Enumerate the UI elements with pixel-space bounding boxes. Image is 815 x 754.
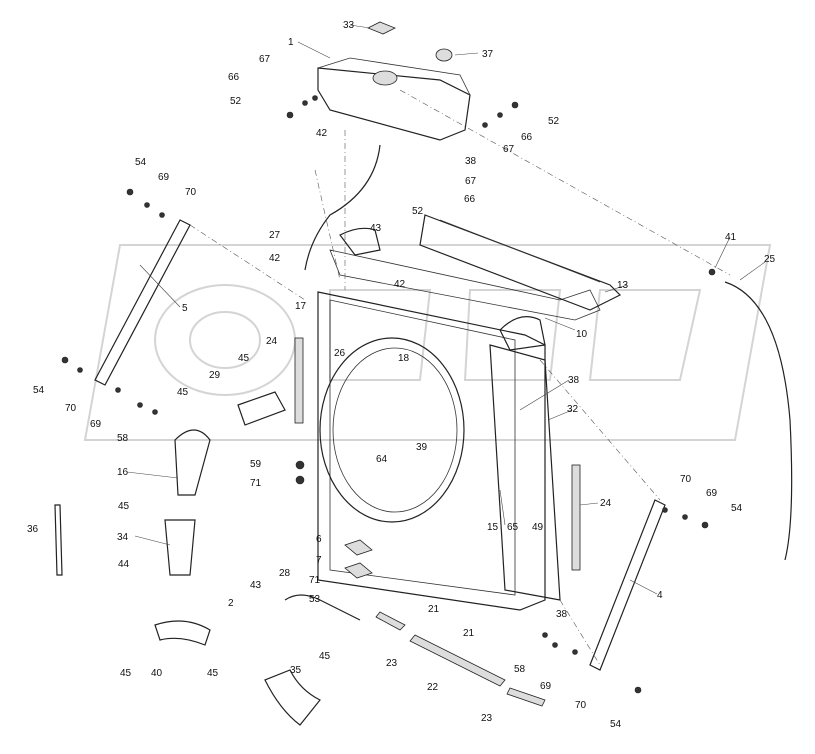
callout-2: 2	[228, 598, 234, 609]
callout-37: 37	[482, 49, 494, 60]
expansion-tank	[317, 21, 471, 141]
callout-16: 16	[117, 467, 129, 478]
callout-52: 52	[412, 206, 424, 217]
callout-45: 45	[177, 387, 189, 398]
callout-38: 38	[556, 609, 568, 620]
callout-70: 70	[185, 187, 197, 198]
callout-10: 10	[576, 329, 588, 340]
callout-70: 70	[575, 700, 587, 711]
hoses	[154, 144, 793, 726]
callout-23: 23	[481, 713, 493, 724]
callout-64: 64	[376, 454, 388, 465]
callout-69: 69	[706, 488, 718, 499]
callout-22: 22	[427, 682, 439, 693]
callout-67: 67	[503, 144, 515, 155]
top-bracket	[419, 214, 622, 311]
callout-65: 65	[507, 522, 519, 533]
callout-54: 54	[135, 157, 147, 168]
callout-66: 66	[228, 72, 240, 83]
callout-53: 53	[309, 594, 321, 605]
callout-26: 26	[334, 348, 346, 359]
assembly-lines	[189, 89, 731, 666]
callout-1: 1	[288, 37, 294, 48]
callout-43: 43	[370, 223, 382, 234]
callout-36: 36	[27, 524, 39, 535]
callout-52: 52	[548, 116, 560, 127]
hardware-fasteners	[54, 95, 716, 694]
callout-32: 32	[567, 404, 579, 415]
callout-29: 29	[209, 370, 221, 381]
callout-21: 21	[428, 604, 440, 615]
callout-69: 69	[158, 172, 170, 183]
callout-42: 42	[316, 128, 328, 139]
callout-69: 69	[540, 681, 552, 692]
callout-labels: 1 33 37 67 66 52 42 52 66 67 38 67 66 52…	[27, 20, 776, 730]
callout-66: 66	[521, 132, 533, 143]
callout-67: 67	[465, 176, 477, 187]
callout-7: 7	[316, 555, 322, 566]
callout-59: 59	[250, 459, 262, 470]
callout-17: 17	[295, 301, 307, 312]
callout-18: 18	[398, 353, 410, 364]
callout-58: 58	[514, 664, 526, 675]
callout-45: 45	[238, 353, 250, 364]
watermark-logo	[83, 244, 772, 441]
callout-44: 44	[118, 559, 130, 570]
callout-33: 33	[343, 20, 355, 31]
callout-52: 52	[230, 96, 242, 107]
callout-45: 45	[120, 668, 132, 679]
callout-58: 58	[117, 433, 129, 444]
callout-38: 38	[465, 156, 477, 167]
callout-70: 70	[680, 474, 692, 485]
callout-42: 42	[394, 279, 406, 290]
callout-54: 54	[33, 385, 45, 396]
callout-71: 71	[250, 478, 262, 489]
callout-34: 34	[117, 532, 129, 543]
callout-21: 21	[463, 628, 475, 639]
callout-54: 54	[610, 719, 622, 730]
callout-70: 70	[65, 403, 77, 414]
callout-13: 13	[617, 280, 629, 291]
callout-4: 4	[657, 590, 663, 601]
callout-45: 45	[118, 501, 130, 512]
callout-40: 40	[151, 668, 163, 679]
callout-25: 25	[764, 254, 776, 265]
leader-lines	[126, 24, 766, 595]
callout-45: 45	[319, 651, 331, 662]
callout-5: 5	[182, 303, 188, 314]
callout-49: 49	[532, 522, 544, 533]
callout-71: 71	[309, 575, 321, 586]
callout-45: 45	[207, 668, 219, 679]
support-rods	[94, 219, 666, 707]
callout-6: 6	[316, 534, 322, 545]
callout-39: 39	[416, 442, 428, 453]
callout-24: 24	[266, 336, 278, 347]
callout-69: 69	[90, 419, 102, 430]
callout-38: 38	[568, 375, 580, 386]
callout-67: 67	[259, 54, 271, 65]
callout-24: 24	[600, 498, 612, 509]
callout-43: 43	[250, 580, 262, 591]
callout-42: 42	[269, 253, 281, 264]
callout-28: 28	[279, 568, 291, 579]
callout-27: 27	[269, 230, 281, 241]
callout-23: 23	[386, 658, 398, 669]
callout-54: 54	[731, 503, 743, 514]
callout-66: 66	[464, 194, 476, 205]
callout-15: 15	[487, 522, 499, 533]
callout-35: 35	[290, 665, 302, 676]
callout-41: 41	[725, 232, 737, 243]
